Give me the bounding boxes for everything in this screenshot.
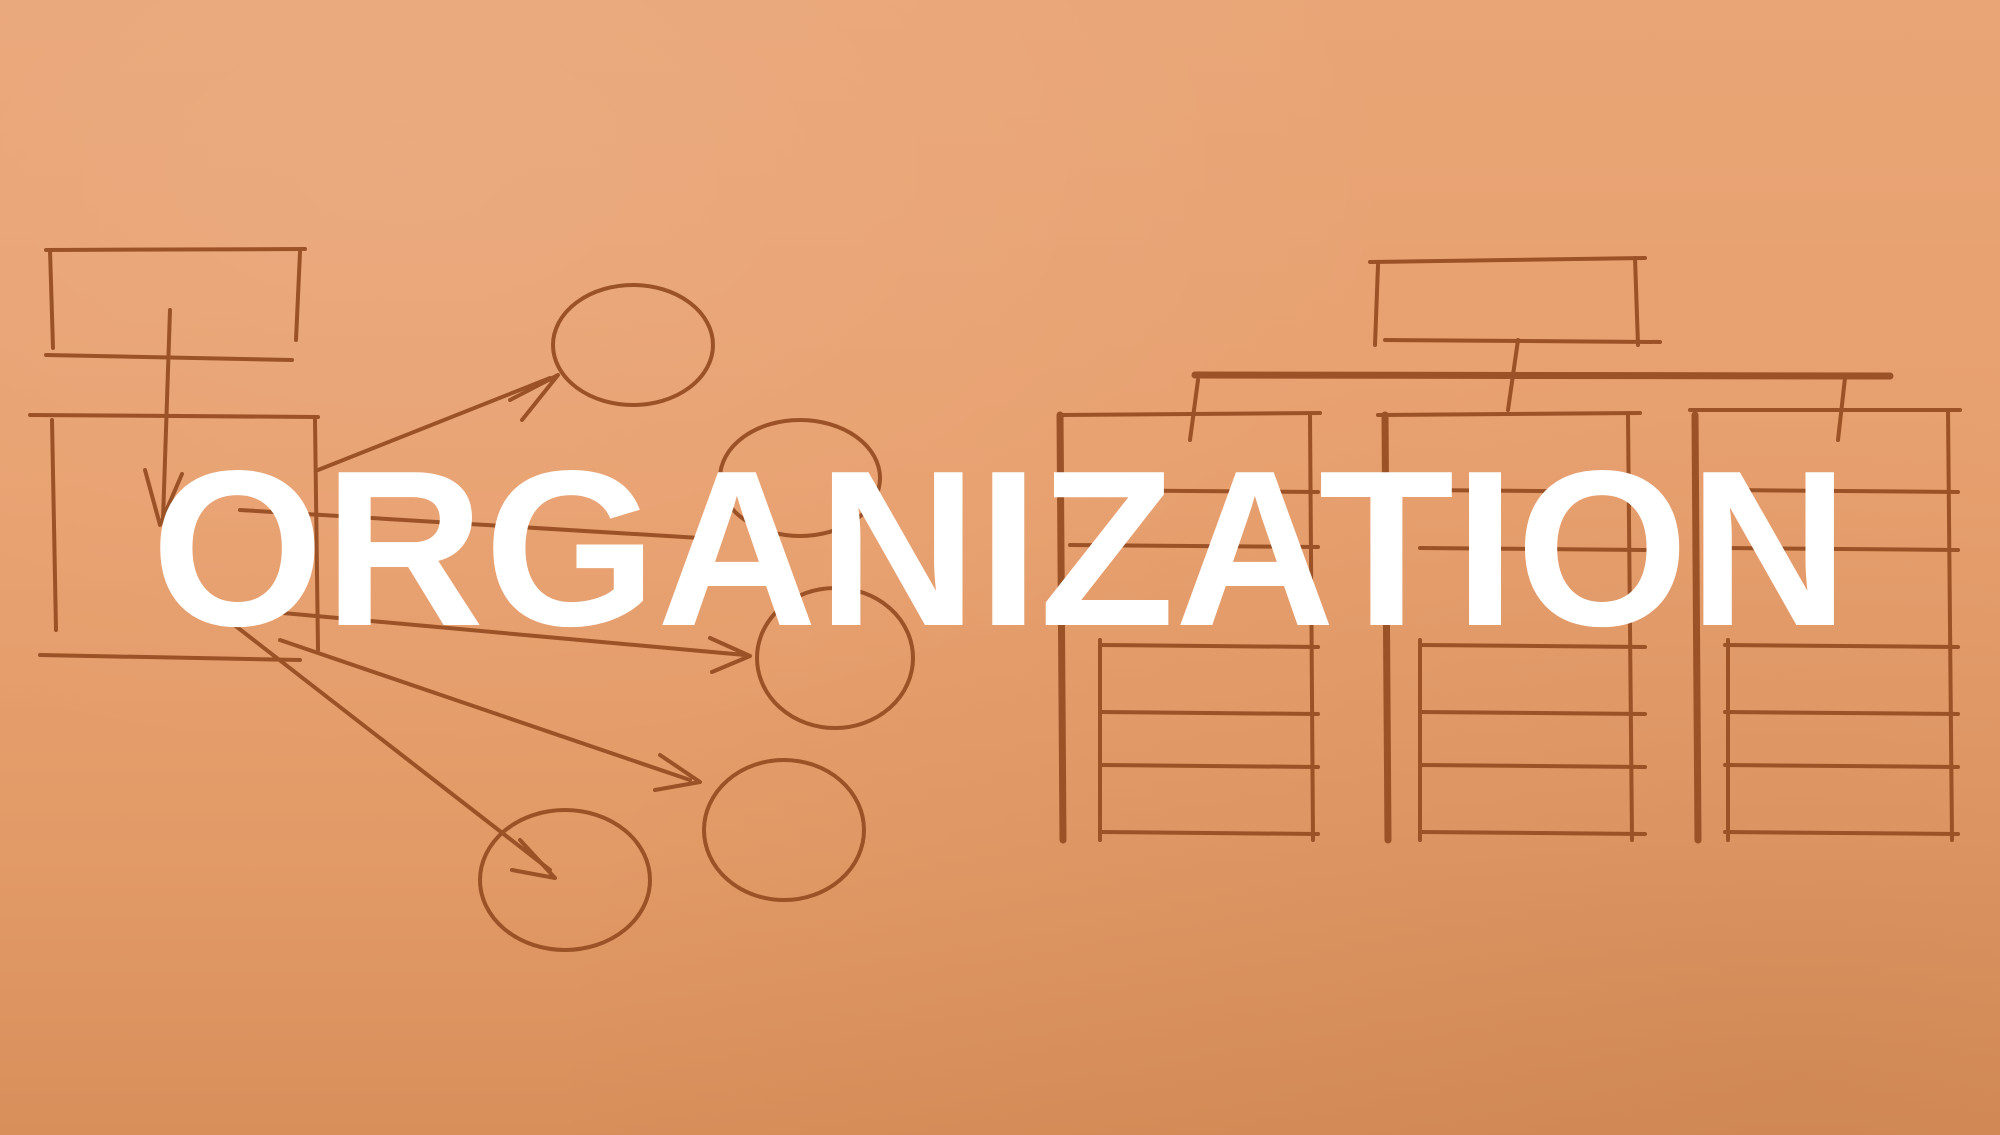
banner-headline: ORGANIZATION [151, 425, 1849, 673]
org-chart-sketch-icon [1056, 256, 1962, 844]
flowchart-sketch-icon [28, 247, 320, 662]
circle-network-sketch-icon [213, 283, 915, 952]
